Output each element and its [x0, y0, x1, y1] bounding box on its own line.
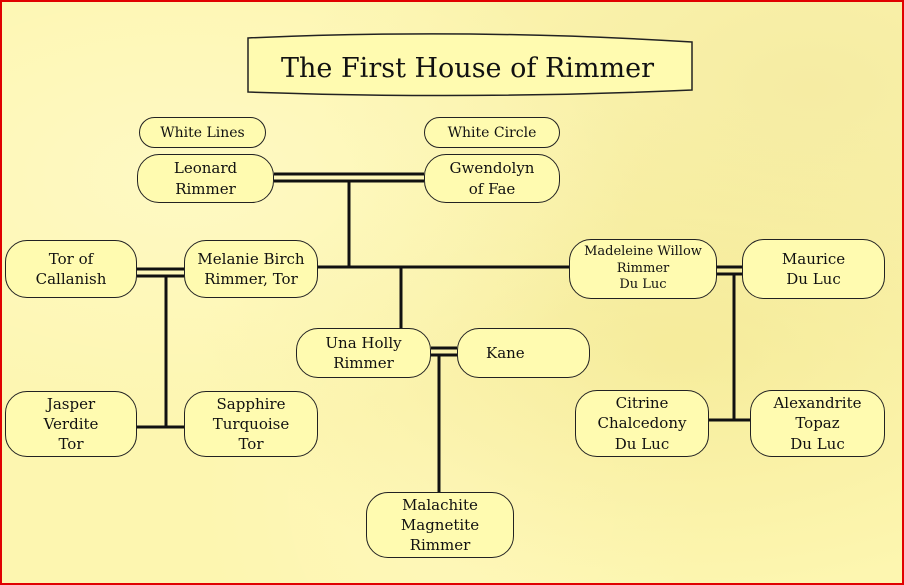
person-tor-of-callanish: Tor of Callanish: [5, 240, 137, 298]
person-sapphire-turquoise: Sapphire Turquoise Tor: [184, 391, 318, 457]
title-banner: [247, 33, 693, 97]
person-malachite-magnetite: Malachite Magnetite Rimmer: [366, 492, 514, 558]
person-kane: Kane: [457, 328, 590, 378]
white-lines-label: White Lines: [139, 117, 266, 148]
person-maurice-du-luc: Maurice Du Luc: [742, 239, 885, 299]
white-circle-label: White Circle: [424, 117, 560, 148]
person-una-holly: Una Holly Rimmer: [296, 328, 431, 378]
person-melanie-birch: Melanie Birch Rimmer, Tor: [184, 240, 318, 298]
person-alexandrite-topaz: Alexandrite Topaz Du Luc: [750, 390, 885, 457]
person-jasper-verdite: Jasper Verdite Tor: [5, 391, 137, 457]
page-title: The First House of Rimmer: [280, 52, 655, 84]
person-leonard-rimmer: Leonard Rimmer: [137, 154, 274, 203]
person-citrine-chalcedony: Citrine Chalcedony Du Luc: [575, 390, 709, 457]
person-gwendolyn-of-fae: Gwendolyn of Fae: [424, 154, 560, 203]
person-madeleine-willow: Madeleine Willow Rimmer Du Luc: [569, 239, 717, 299]
